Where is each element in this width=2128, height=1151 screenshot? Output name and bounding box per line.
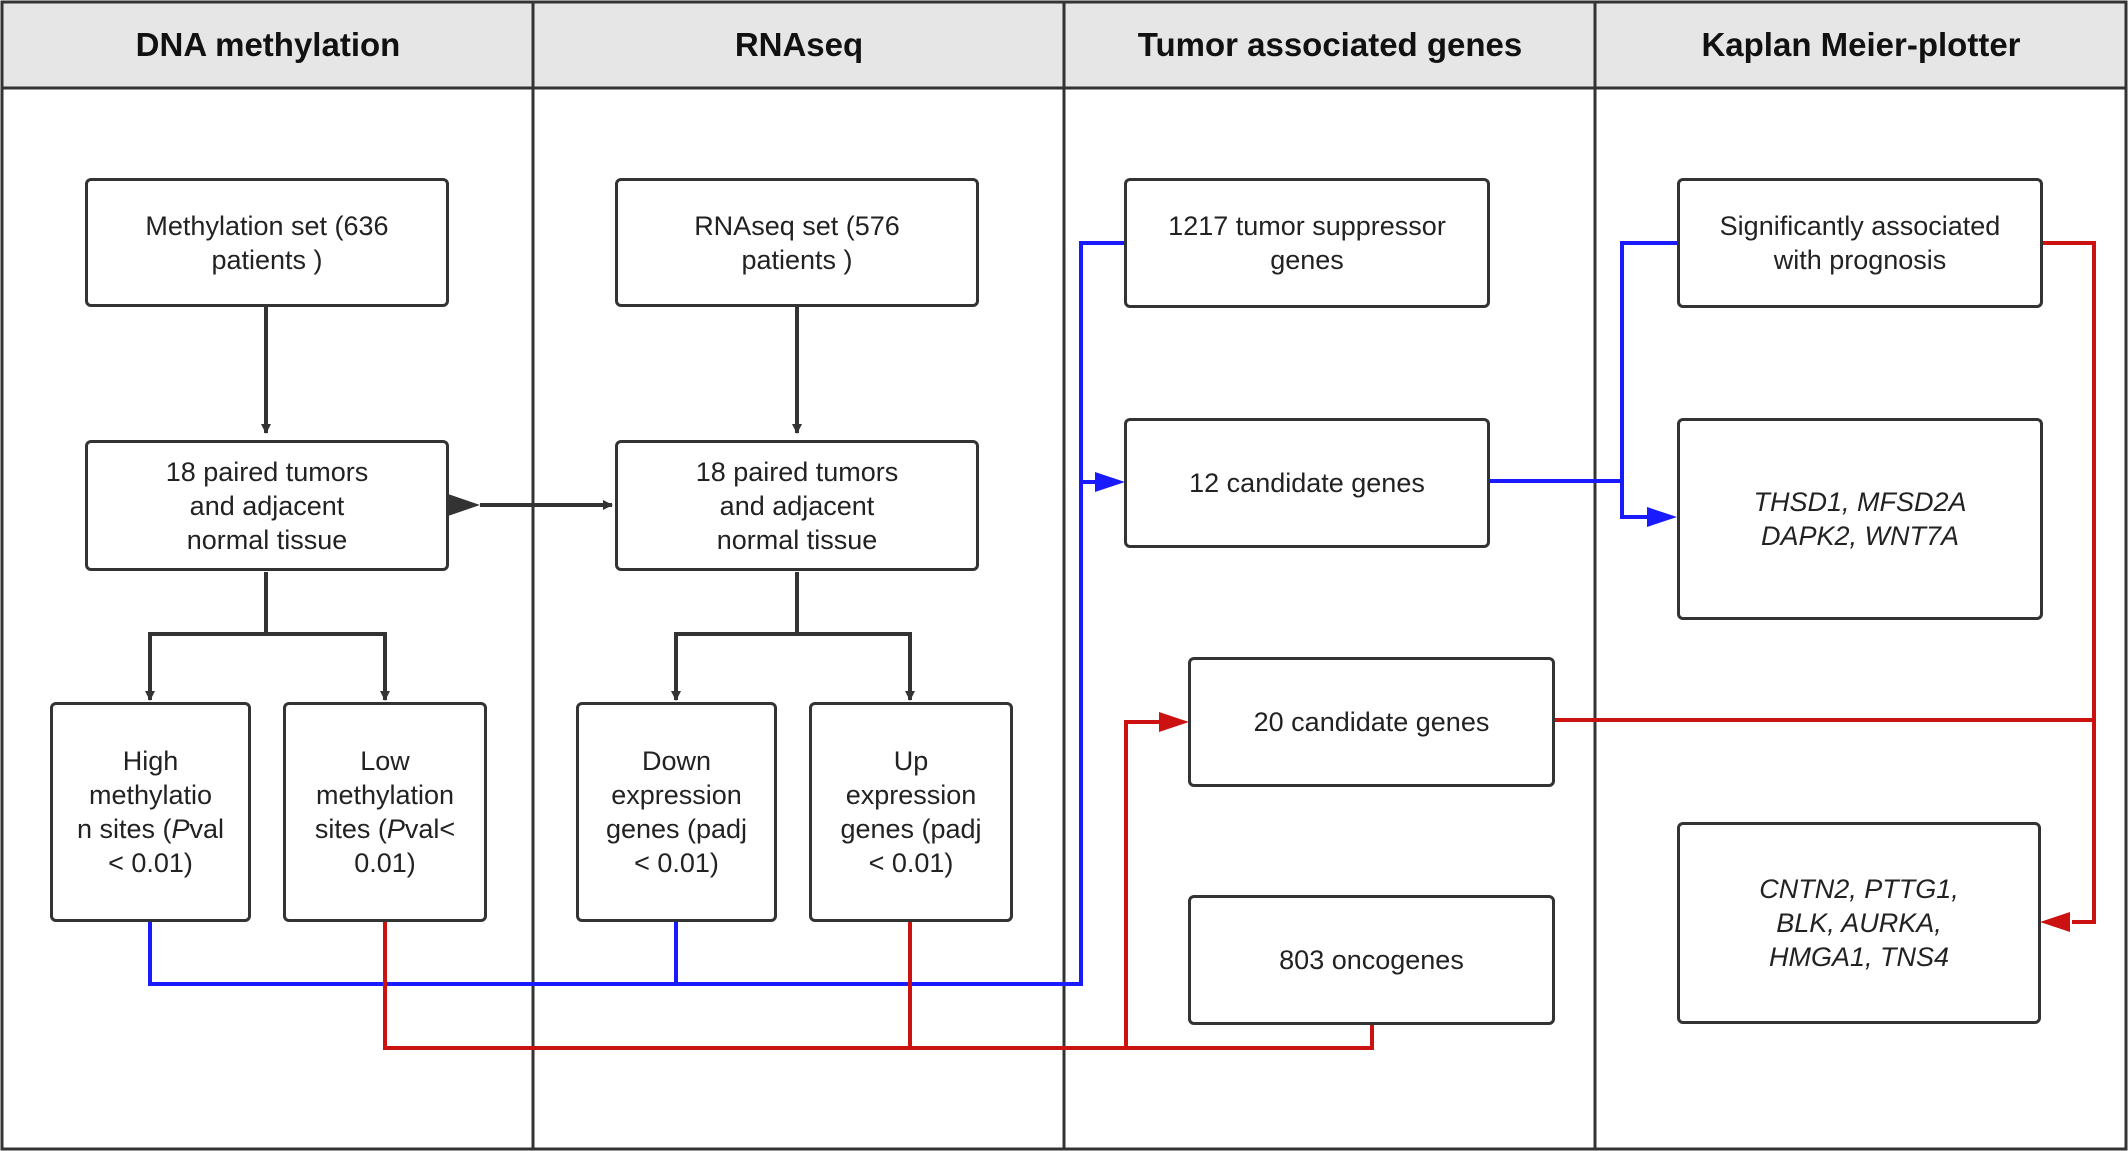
rnaseq-paired-tissue-box: 18 paired tumors and adjacent normal tis… (615, 440, 979, 571)
low-methylation-text-2: val< 0.01) (354, 814, 456, 878)
red-connector (383, 720, 1374, 1050)
blue-km-connector (1490, 241, 1679, 519)
red-gene-list-box: CNTN2, PTTG1, BLK, AURKA, HMGA1, TNS4 (1677, 822, 2041, 1024)
high-methylation-text-2: val < 0.01) (108, 814, 225, 878)
candidate-genes-20-box: 20 candidate genes (1188, 657, 1555, 787)
rnaseq-set-box: RNAseq set (576 patients ) (615, 178, 979, 307)
paired-link-arrow (448, 494, 613, 516)
methylation-set-box: Methylation set (636 patients ) (85, 178, 449, 307)
red-arrowhead-km-genes (2040, 912, 2070, 932)
candidate-genes-12-box: 12 candidate genes (1124, 418, 1490, 548)
low-methylation-text-1: Low methylation sites ( (314, 746, 455, 844)
high-methylation-sites-box: High methylatio n sites (Pval < 0.01) (50, 702, 251, 922)
methylation-arrows (145, 307, 390, 701)
oncogenes-box: 803 oncogenes (1188, 895, 1555, 1025)
up-expression-genes-box: Up expression genes (padj < 0.01) (809, 702, 1013, 922)
red-km-connector (1555, 241, 2096, 924)
down-expression-genes-box: Down expression genes (padj < 0.01) (576, 702, 777, 922)
header-tumor-associated-genes: Tumor associated genes (1137, 26, 1523, 63)
header-kaplan-meier-plotter: Kaplan Meier-plotter (1701, 26, 2021, 63)
p-symbol: P (386, 814, 405, 844)
low-methylation-sites-box: Low methylation sites (Pval< 0.01) (283, 702, 487, 922)
header-rnaseq: RNAseq (734, 26, 864, 63)
blue-gene-list-box: THSD1, MFSD2A DAPK2, WNT7A (1677, 418, 2043, 620)
p-symbol: P (171, 814, 190, 844)
red-arrowhead-20-candidates (1159, 712, 1189, 732)
blue-arrowhead-km-genes (1647, 507, 1677, 527)
rnaseq-arrows (671, 307, 915, 701)
header-dna-methylation: DNA methylation (135, 26, 401, 63)
tumor-suppressor-genes-box: 1217 tumor suppressor genes (1124, 178, 1490, 308)
blue-arrowhead-12-candidates (1095, 472, 1125, 492)
prognosis-association-box: Significantly associated with prognosis (1677, 178, 2043, 308)
methylation-paired-tissue-box: 18 paired tumors and adjacent normal tis… (85, 440, 449, 571)
high-methylation-text-1: High methylatio n sites ( (76, 746, 213, 844)
